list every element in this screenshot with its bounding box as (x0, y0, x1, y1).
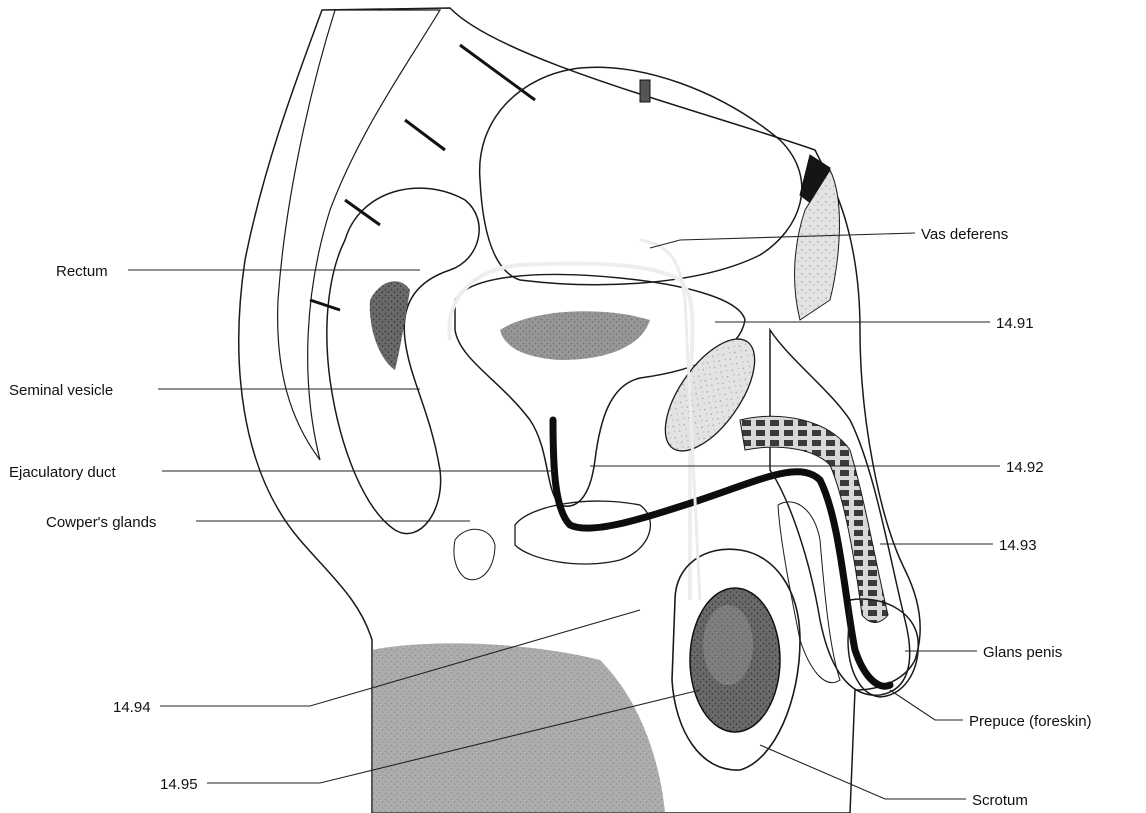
label-seminal-vesicle: Seminal vesicle (9, 382, 113, 399)
thigh-shadow (372, 643, 665, 813)
bulb-region (515, 501, 650, 564)
label-glans-penis: Glans penis (983, 644, 1062, 661)
testis-highlight (703, 605, 753, 685)
urachus-stub (640, 80, 650, 102)
penis-shaft (770, 330, 910, 695)
label-scrotum: Scrotum (972, 792, 1028, 809)
cowpers-gland-lobe (454, 529, 495, 579)
label-14-95: 14.95 (160, 776, 198, 793)
prostate-inner-texture (500, 311, 650, 360)
label-cowpers-glands: Cowper's glands (46, 514, 156, 531)
label-14-92: 14.92 (1006, 459, 1044, 476)
label-14-91: 14.91 (996, 315, 1034, 332)
label-14-94: 14.94 (113, 699, 151, 716)
label-ejaculatory-duct: Ejaculatory duct (9, 464, 117, 481)
label-rectum: Rectum (56, 263, 108, 280)
label-14-93: 14.93 (999, 537, 1037, 554)
label-vas-deferens: Vas deferens (921, 226, 1008, 243)
label-prepuce: Prepuce (foreskin) (969, 713, 1092, 730)
rectum-organ (327, 188, 479, 533)
sacrum (278, 10, 440, 460)
